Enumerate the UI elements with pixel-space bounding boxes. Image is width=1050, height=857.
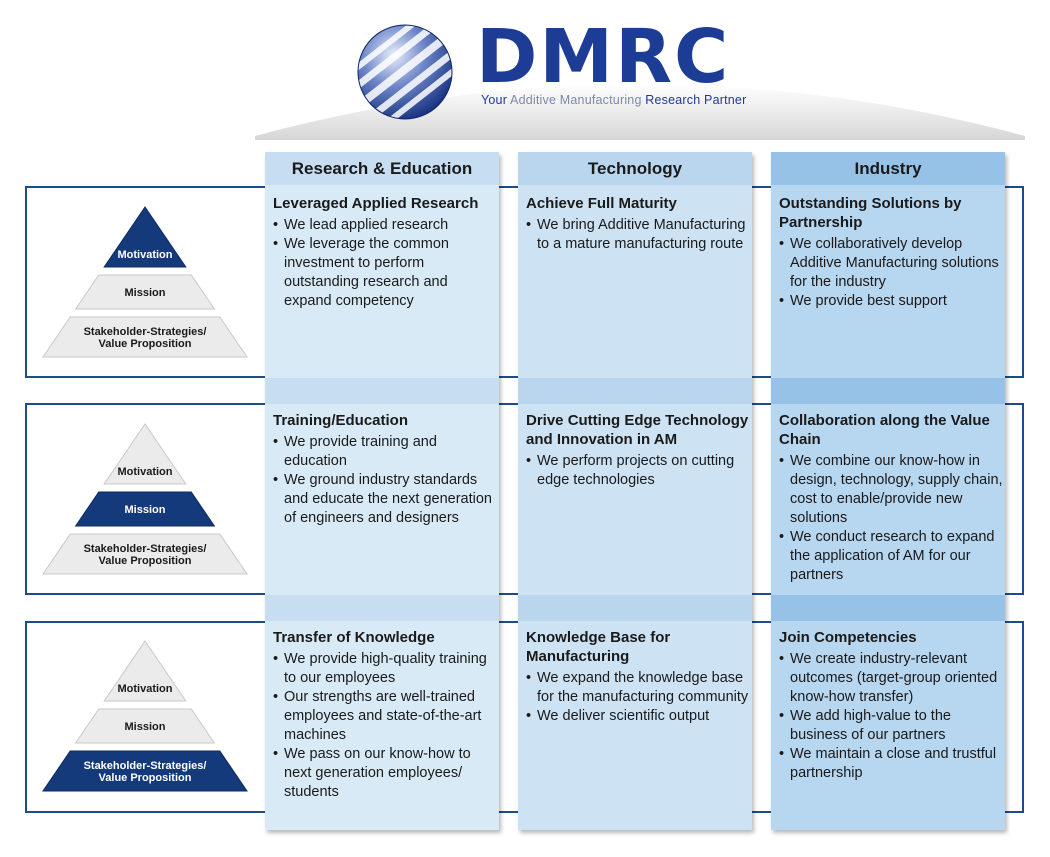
- cell: Join Competencies We create industry-rele…: [779, 628, 1005, 783]
- bullet-item: We perform projects on cutting edge tech…: [526, 452, 752, 490]
- bullet-item: We provide training and education: [273, 433, 499, 471]
- row-separator-band: [771, 378, 1005, 404]
- bullet-item: We conduct research to expand the applic…: [779, 528, 1005, 585]
- cell-title: Join Competencies: [779, 629, 917, 646]
- logo-wordmark: DMRC: [476, 14, 731, 100]
- bullet-item: We ground industry standards and educate…: [273, 471, 499, 528]
- cell-title: Leveraged Applied Research: [273, 195, 479, 212]
- cell: Achieve Full Maturity We bring Additive M…: [526, 194, 752, 254]
- pyramid-level-label: Mission: [125, 721, 166, 733]
- bullet-item: We pass on our know-how to next generati…: [273, 745, 499, 802]
- pyramid-level: [74, 491, 216, 527]
- bullet-list: We create industry-relevant outcomes (ta…: [779, 650, 1005, 783]
- row-separator-band: [771, 595, 1005, 621]
- bullet-list: We collaboratively develop Additive Manu…: [779, 235, 1005, 311]
- column-header: Technology: [518, 152, 752, 185]
- bullet-item: We create industry-relevant outcomes (ta…: [779, 650, 1005, 707]
- bullet-item: We combine our know-how in design, techn…: [779, 452, 1005, 528]
- bullet-item: We leverage the common investment to per…: [273, 235, 499, 311]
- row-separator-band: [265, 595, 499, 621]
- pyramid-level-label: Mission: [125, 287, 166, 299]
- pyramid-level: [42, 316, 248, 358]
- pyramid-level-label: Motivation: [118, 249, 173, 261]
- bullet-list: We provide high-quality training to our …: [273, 650, 499, 802]
- pyramid-level-label: Value Proposition: [99, 772, 192, 784]
- cell: Knowledge Base for Manufacturing We expan…: [526, 628, 752, 726]
- pyramid-diagram: MotivationMissionStakeholder-Strategies/…: [42, 206, 248, 358]
- column-header: Research & Education: [265, 152, 499, 185]
- row-separator-band: [518, 595, 752, 621]
- pyramid-level-label: Stakeholder-Strategies/: [84, 760, 207, 772]
- pyramid-level-label: Value Proposition: [99, 338, 192, 350]
- pyramid-level: [103, 423, 187, 485]
- header-shelf: [255, 84, 1025, 140]
- pyramid-level: [74, 708, 216, 744]
- pyramid-level-label: Stakeholder-Strategies/: [84, 326, 207, 338]
- tagline-part: Research Partner: [645, 93, 747, 107]
- column-research-education: Research & Education Leveraged Applied R…: [265, 152, 499, 830]
- row-separator-band: [265, 378, 499, 404]
- cell-title: Achieve Full Maturity: [526, 195, 677, 212]
- cell-title: Drive Cutting Edge Technology and Innova…: [526, 412, 749, 448]
- cell: Transfer of Knowledge We provide high-qua…: [273, 628, 499, 802]
- pyramid-level-label: Motivation: [118, 683, 173, 695]
- bullet-list: We expand the knowledge base for the man…: [526, 669, 752, 726]
- pyramid-diagram: MotivationMissionStakeholder-Strategies/…: [42, 423, 248, 575]
- cell-title: Transfer of Knowledge: [273, 629, 435, 646]
- header: DMRC Your Additive Manufacturing Researc…: [0, 0, 1050, 140]
- tagline-part: Your: [481, 93, 511, 107]
- bullet-item: We add high-value to the business of our…: [779, 707, 1005, 745]
- bullet-item: We maintain a close and trustful partner…: [779, 745, 1005, 783]
- bullet-list: We provide training and educationWe grou…: [273, 433, 499, 528]
- bullet-list: We bring Additive Manufacturing to a mat…: [526, 216, 752, 254]
- bullet-item: We lead applied research: [273, 216, 499, 235]
- pyramid-level-label: Value Proposition: [99, 555, 192, 567]
- cell: Outstanding Solutions by Partnership We c…: [779, 194, 1005, 311]
- cell: Training/Education We provide training an…: [273, 411, 499, 528]
- pyramid-level-label: Motivation: [118, 466, 173, 478]
- cell-title: Knowledge Base for Manufacturing: [526, 629, 671, 665]
- pyramid-level: [103, 206, 187, 268]
- tagline-part: Additive Manufacturing: [510, 93, 646, 107]
- bullet-list: We lead applied researchWe leverage the …: [273, 216, 499, 311]
- pyramid-diagram: MotivationMissionStakeholder-Strategies/…: [42, 640, 248, 792]
- bullet-list: We perform projects on cutting edge tech…: [526, 452, 752, 490]
- globe-logo-icon: [357, 24, 453, 120]
- bullet-item: We provide high-quality training to our …: [273, 650, 499, 688]
- cell: Drive Cutting Edge Technology and Innova…: [526, 411, 752, 490]
- pyramid-level-label: Stakeholder-Strategies/: [84, 543, 207, 555]
- pyramid-level-label: Mission: [125, 504, 166, 516]
- cell-title: Training/Education: [273, 412, 409, 429]
- cell: Collaboration along the Value Chain We co…: [779, 411, 1005, 585]
- pyramid-level: [42, 533, 248, 575]
- pyramid-level: [103, 640, 187, 702]
- cell-title: Outstanding Solutions by Partnership: [779, 195, 962, 231]
- bullet-list: We combine our know-how in design, techn…: [779, 452, 1005, 585]
- pyramid-level: [42, 750, 248, 792]
- bullet-item: We deliver scientific output: [526, 707, 752, 726]
- column-industry: Industry Outstanding Solutions by Partne…: [771, 152, 1005, 830]
- column-technology: Technology Achieve Full Maturity We bring…: [518, 152, 752, 830]
- bullet-item: We provide best support: [779, 292, 1005, 311]
- bullet-item: We bring Additive Manufacturing to a mat…: [526, 216, 752, 254]
- row-separator-band: [518, 378, 752, 404]
- pyramid-level: [74, 274, 216, 310]
- logo-tagline: Your Additive Manufacturing Research Par…: [481, 93, 746, 107]
- cell: Leveraged Applied Research We lead applie…: [273, 194, 499, 311]
- column-header: Industry: [771, 152, 1005, 185]
- bullet-item: We collaboratively develop Additive Manu…: [779, 235, 1005, 292]
- bullet-item: We expand the knowledge base for the man…: [526, 669, 752, 707]
- cell-title: Collaboration along the Value Chain: [779, 412, 990, 448]
- bullet-item: Our strengths are well-trained employees…: [273, 688, 499, 745]
